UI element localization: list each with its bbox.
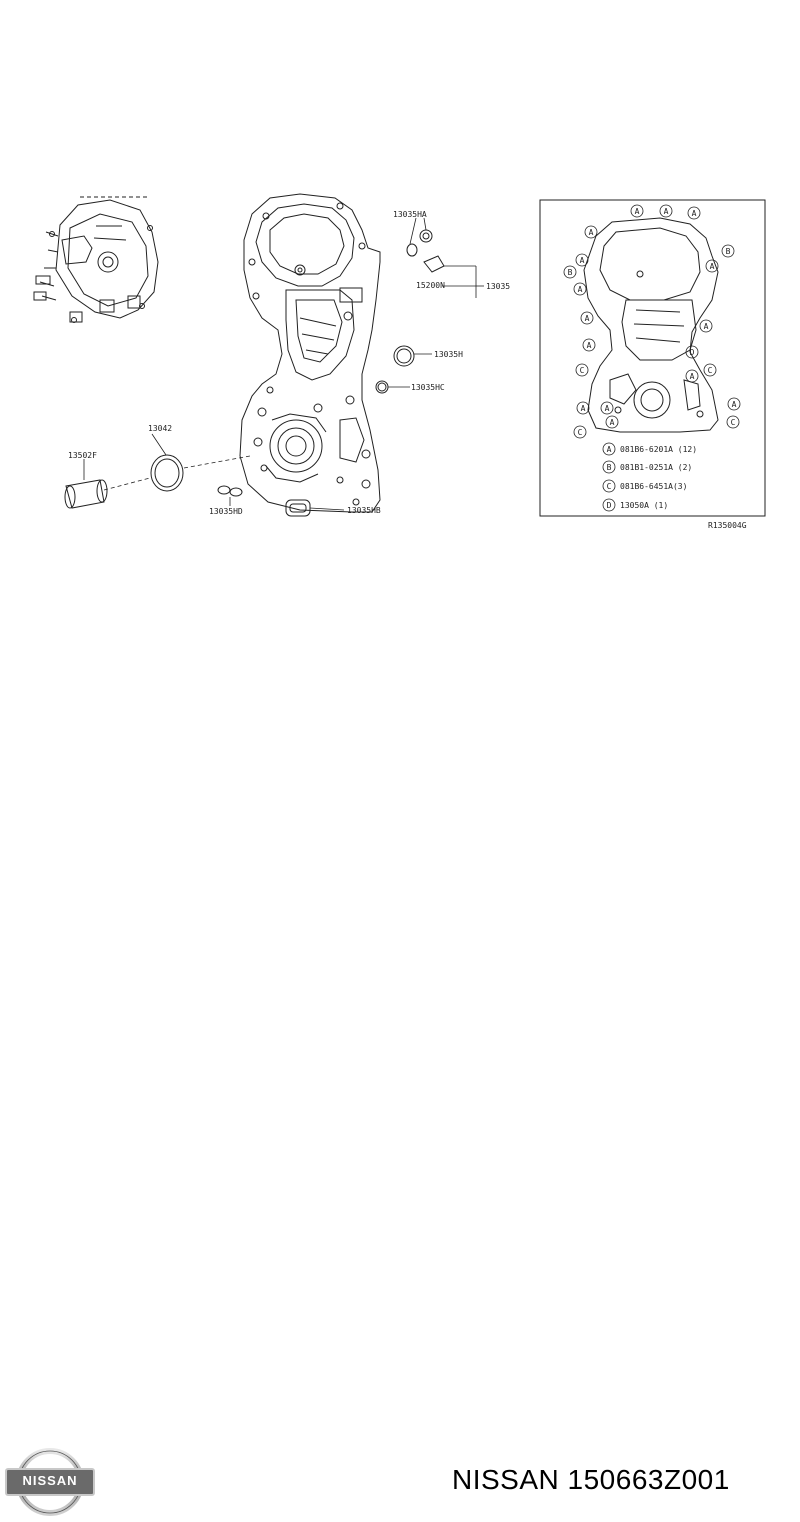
callout-a: A bbox=[605, 404, 610, 413]
callout-a: A bbox=[585, 314, 590, 323]
callout-c: C bbox=[708, 366, 713, 375]
callout-a: A bbox=[581, 404, 586, 413]
label-13035: 13035 bbox=[486, 282, 510, 291]
fastener-legend: A 081B6-6201A (12) B 081B1-0251A (2) C 0… bbox=[607, 445, 697, 510]
front-cover-drawing bbox=[239, 193, 381, 513]
inset-callout-letters: A A A A A B B A A A A D A C C A A C C A … bbox=[568, 207, 737, 437]
callout-a: A bbox=[587, 341, 592, 350]
label-13042: 13042 bbox=[148, 424, 172, 433]
seal-and-sensor-parts bbox=[64, 229, 445, 517]
part-number-caption: NISSAN 150663Z001 bbox=[452, 1464, 730, 1495]
callout-a: A bbox=[692, 209, 697, 218]
label-13035hd: 13035HD bbox=[209, 507, 243, 516]
label-13502f: 13502F bbox=[68, 451, 97, 460]
callout-a: A bbox=[578, 285, 583, 294]
part-labels: 13035HA 15200N 13035 13035H 13035HC 1304… bbox=[68, 210, 747, 530]
reference-code: R135004G bbox=[708, 521, 747, 530]
callout-c: C bbox=[731, 418, 736, 427]
footer: NISSAN NISSAN 150663Z001 bbox=[0, 720, 800, 1516]
callout-a: A bbox=[589, 228, 594, 237]
label-15200n: 15200N bbox=[416, 281, 445, 290]
legend-letter: B bbox=[607, 463, 612, 472]
legend-text: 081B6-6451A(3) bbox=[620, 482, 687, 491]
leader-lines bbox=[83, 217, 484, 511]
nissan-logo: NISSAN bbox=[4, 1446, 96, 1518]
callout-a: A bbox=[610, 418, 615, 427]
label-13035h: 13035H bbox=[434, 350, 463, 359]
inset-callouts bbox=[563, 204, 741, 512]
callout-a: A bbox=[580, 256, 585, 265]
callout-a: A bbox=[690, 372, 695, 381]
callout-a: A bbox=[664, 207, 669, 216]
label-13035hc: 13035HC bbox=[411, 383, 445, 392]
legend-letter: C bbox=[607, 482, 612, 491]
legend-text: 13050A (1) bbox=[620, 501, 668, 510]
callout-d: D bbox=[690, 348, 695, 357]
legend-text: 081B1-0251A (2) bbox=[620, 463, 692, 472]
parts-diagram: A A A A A B B A A A A D A C C A A C C A … bbox=[33, 193, 766, 530]
callout-b: B bbox=[568, 268, 573, 277]
callout-c: C bbox=[578, 428, 583, 437]
inset-cover-drawing bbox=[583, 217, 719, 433]
callout-a: A bbox=[704, 322, 709, 331]
callout-a: A bbox=[710, 262, 715, 271]
label-13035hb: 13035HB bbox=[347, 506, 381, 515]
inset-frame bbox=[539, 199, 766, 517]
engine-assembly-sketch bbox=[33, 196, 159, 323]
callout-a: A bbox=[732, 400, 737, 409]
callout-a: A bbox=[635, 207, 640, 216]
callout-b: B bbox=[726, 247, 731, 256]
legend-letter: D bbox=[607, 501, 612, 510]
legend-letter: A bbox=[607, 445, 612, 454]
logo-wordmark: NISSAN bbox=[22, 1473, 78, 1488]
label-13035ha: 13035HA bbox=[393, 210, 427, 219]
legend-text: 081B6-6201A (12) bbox=[620, 445, 697, 454]
callout-c: C bbox=[580, 366, 585, 375]
